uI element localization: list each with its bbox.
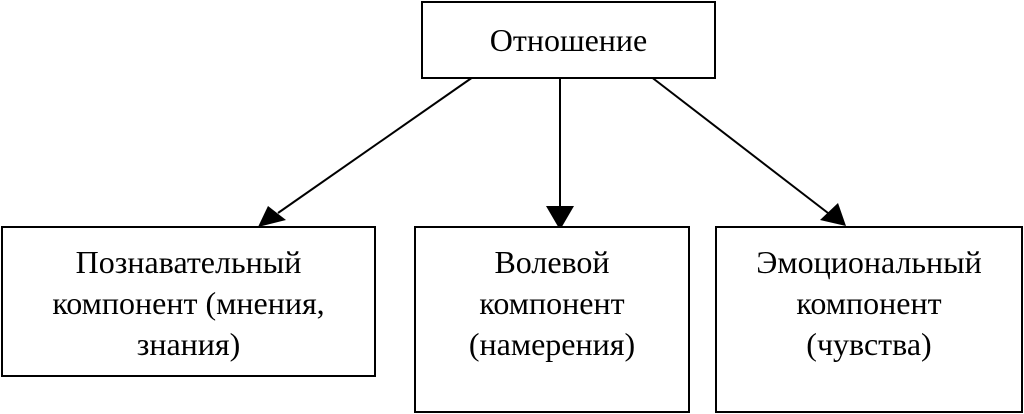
arrow-to-volitional bbox=[546, 79, 574, 230]
arrow-to-emotional bbox=[649, 75, 846, 226]
volitional-component-box: Волевой компонент (намерения) bbox=[414, 226, 690, 413]
cognitive-component-box: Познавательный компонент (мнения, знания… bbox=[1, 226, 376, 377]
emotional-component-label: Эмоциональный компонент (чувства) bbox=[756, 244, 982, 362]
cognitive-component-label: Познавательный компонент (мнения, знания… bbox=[52, 244, 325, 362]
volitional-component-label: Волевой компонент (намерения) bbox=[468, 244, 636, 362]
emotional-component-box: Эмоциональный компонент (чувства) bbox=[715, 226, 1023, 413]
attitude-label: Отношение bbox=[489, 21, 648, 58]
arrow-to-cognitive bbox=[258, 76, 474, 227]
attitude-box: Отношение bbox=[421, 1, 716, 79]
